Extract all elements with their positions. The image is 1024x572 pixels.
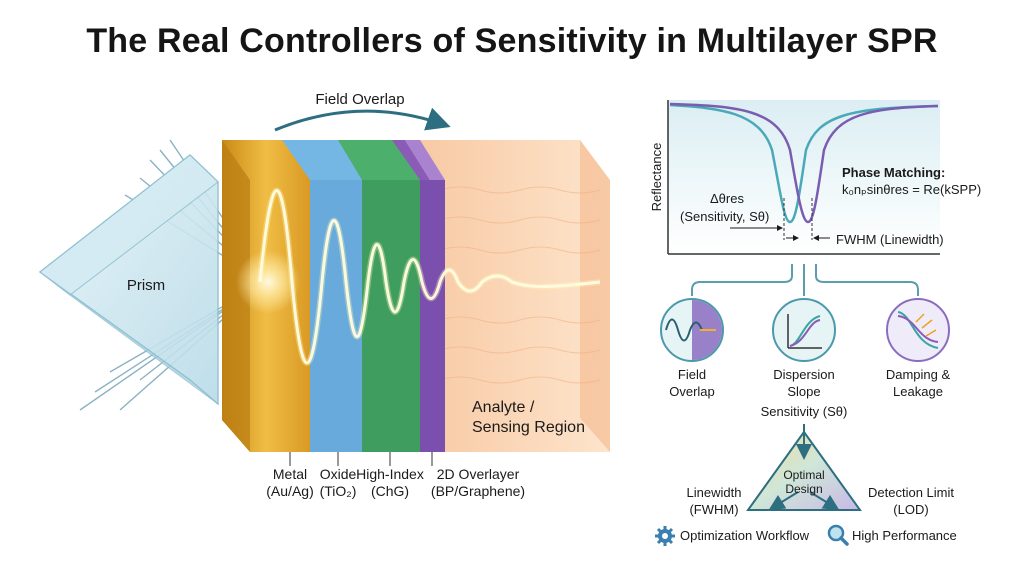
controller-damping-line1: Damping & [885, 367, 951, 382]
layer-name-oxide: Oxide [319, 466, 357, 482]
layer-name-high-index: High-Index [356, 466, 424, 482]
field-overlap-arrow-label: Field Overlap [315, 91, 404, 108]
gear-icon [655, 526, 675, 546]
tradeoff-right-line2: (LOD) [893, 502, 929, 517]
reflectance-curve-2 [669, 102, 939, 224]
tradeoff-center-line2: Design [785, 482, 822, 496]
tradeoff-triangle [746, 424, 862, 511]
legend-optimization-workflow-label: Optimization Workflow [680, 528, 810, 543]
legend-high-performance-label: High Performance [852, 528, 957, 543]
tradeoff-left-label: Linewidth (FWHM) [672, 484, 756, 518]
legend-high-performance: High Performance [852, 528, 957, 543]
tradeoff-left-line1: Linewidth [686, 485, 742, 500]
tradeoff-left-line2: (FWHM) [689, 502, 739, 517]
controller-dispersion-line2: Slope [787, 384, 821, 399]
phase-matching-equation: k₀nₚsinθres = Re(kSPP) [842, 182, 982, 197]
layer-label-ticks [289, 452, 433, 466]
layer-material-2d-overlayer: (BP/Graphene) [430, 483, 526, 499]
prism-label: Prism [127, 277, 165, 294]
connector-lines [691, 264, 919, 296]
phase-matching-title: Phase Matching: [842, 165, 946, 180]
field-overlap-arrow [274, 107, 451, 132]
layer-material-metal: (Au/Ag) [266, 483, 314, 499]
layer-label-2d-overlayer: 2D Overlayer (BP/Graphene) [424, 466, 532, 500]
reflectance-plot [667, 100, 940, 255]
controller-dispersion-line1: Dispersion [773, 367, 835, 382]
fwhm-annotation: FWHM (Linewidth) [836, 232, 944, 247]
plot-ylabel: Reflectance [649, 143, 664, 212]
dispersion-slope-icon [772, 298, 836, 362]
layer-name-metal: Metal [272, 466, 308, 482]
damping-leakage-icon [886, 298, 950, 362]
layer-name-2d-overlayer: 2D Overlayer [436, 466, 520, 482]
layer-label-metal: Metal (Au/Ag) [258, 466, 322, 500]
evanescent-wave [236, 187, 601, 366]
delta-theta-label: Δθres [710, 191, 744, 206]
page-title: The Real Controllers of Sensitivity in M… [86, 22, 938, 60]
analyte-region [400, 140, 610, 452]
analyte-label-line2: Sensing Region [472, 419, 585, 436]
controller-field-overlap-line2: Overlap [669, 384, 715, 399]
controller-label-damping-leakage: Damping & Leakage [874, 366, 962, 400]
controller-label-field-overlap: Field Overlap [652, 366, 732, 400]
reflectance-curve-1 [669, 103, 939, 224]
tradeoff-right-label: Detection Limit (LOD) [852, 484, 970, 518]
controller-field-overlap-line1: Field [677, 367, 707, 382]
analyte-label-line1: Analyte / [472, 399, 535, 416]
tradeoff-center-line1: Optimal [783, 468, 824, 482]
magnifier-icon [827, 524, 849, 546]
legend-optimization-workflow: Optimization Workflow [680, 528, 809, 543]
prism [38, 154, 219, 406]
layer-label-oxide: Oxide (TiO₂) [310, 466, 366, 500]
field-overlap-icon [660, 298, 724, 362]
sensitivity-annotation: (Sensitivity, Sθ) [680, 209, 770, 224]
layer-material-high-index: (ChG) [370, 483, 410, 499]
layer-material-oxide: (TiO₂) [319, 483, 357, 499]
tradeoff-right-line1: Detection Limit [868, 485, 954, 500]
tradeoff-top-label: Sensitivity (Sθ) [760, 404, 848, 419]
controller-label-dispersion-slope: Dispersion Slope [760, 366, 848, 400]
layer-label-high-index: High-Index (ChG) [352, 466, 428, 500]
controller-damping-line2: Leakage [893, 384, 943, 399]
